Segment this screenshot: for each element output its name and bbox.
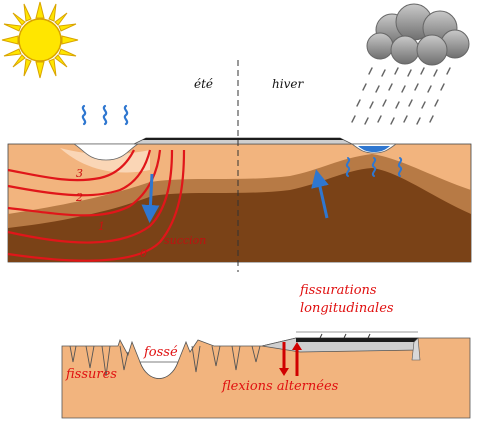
suction-level-3: 3 [76, 167, 83, 180]
winter-label: hiver [272, 77, 304, 91]
evaporation-icon [81, 104, 129, 126]
cracks-label: fissures [65, 367, 117, 382]
infiltration-icon [345, 157, 403, 177]
suction-level-1: 1 [98, 220, 105, 233]
left-ditch [72, 143, 140, 161]
suction-level-0: 0 [140, 247, 147, 260]
alternating-bending-label: flexions alternées [221, 379, 339, 394]
water-movement-arrow-icon [311, 169, 329, 219]
longitudinal-cracks-label-line2: longitudinales [300, 301, 394, 316]
water-movement-arrow-icon [141, 173, 160, 223]
suction-label: succion [164, 234, 206, 247]
suction-level-2: 2 [75, 191, 83, 204]
sun-icon [1, 1, 79, 79]
alternating-bending-arrows-icon [279, 342, 302, 376]
longitudinal-cracks-label-line1: fissurations [299, 283, 377, 298]
summer-label: été [194, 77, 213, 91]
bottom-cross-section [61, 331, 471, 419]
ditch-label: fossé [143, 345, 178, 360]
rain-cloud-icon [351, 3, 470, 125]
top-cross-section: 3 2 1 0 succion [7, 104, 472, 263]
suction-lines [7, 149, 186, 262]
